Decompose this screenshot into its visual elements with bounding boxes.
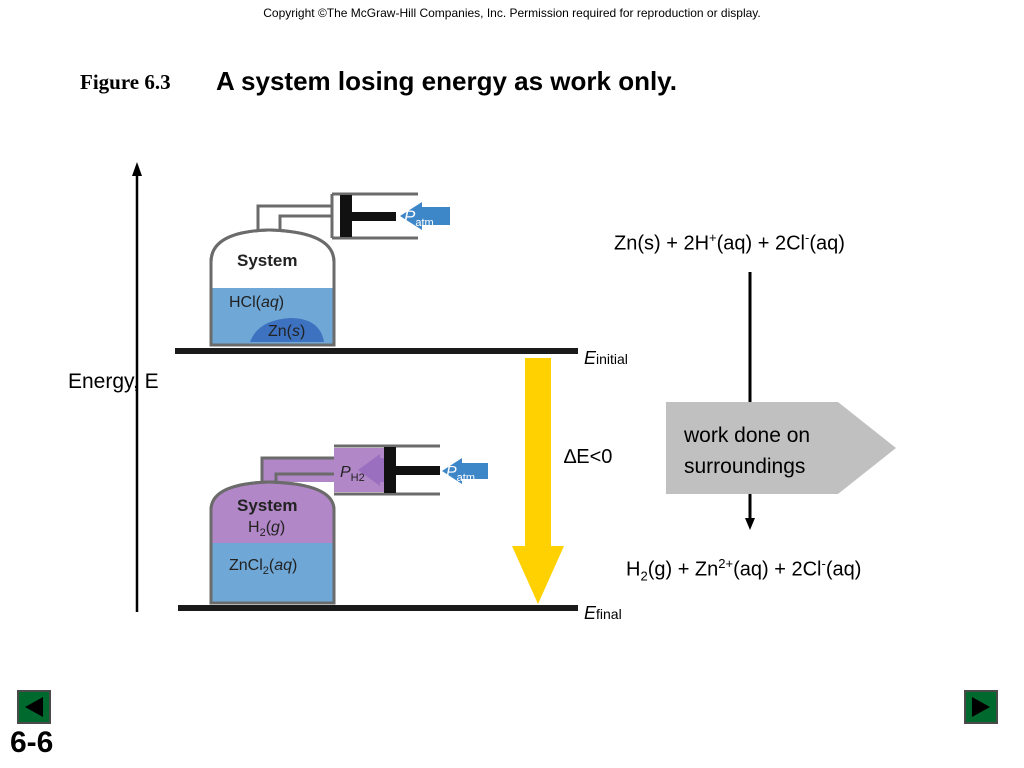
slide-number: 6-6 (10, 726, 54, 759)
top-patm-subscript: atm (415, 217, 433, 229)
triangle-left-icon (25, 697, 43, 717)
svg-text:H2(g): H2(g) (248, 519, 285, 539)
svg-text:Patm: Patm (404, 207, 434, 229)
bottom-system-flask (209, 444, 488, 605)
next-slide-button[interactable] (964, 690, 998, 724)
initial-energy-level (175, 348, 578, 354)
ph2-symbol: P (340, 464, 351, 481)
solution-state: aq (274, 557, 292, 574)
solution-name: ZnCl (229, 557, 263, 574)
svg-text:ZnCl2(aq): ZnCl2(aq) (229, 557, 297, 577)
figure-number: Figure 6.3 (80, 70, 171, 94)
triangle-right-icon (972, 697, 990, 717)
copyright-notice: Copyright ©The McGraw-Hill Companies, In… (263, 6, 761, 20)
svg-text:HCl(aq): HCl(aq) (229, 294, 284, 311)
svg-text:PH2: PH2 (340, 464, 365, 484)
energy-axis (132, 162, 142, 612)
initial-level-label: Einitial (584, 348, 628, 368)
gas-subscript: 2 (260, 527, 266, 539)
top-contents-2-state: s (292, 323, 300, 340)
energy-decrease-arrow (512, 358, 564, 604)
work-callout-arrow (666, 402, 896, 494)
top-contents-2-name: Zn (268, 323, 287, 340)
top-system-title: System (237, 251, 297, 270)
top-patm-symbol: P (404, 207, 416, 226)
products-equation: H2(g) + Zn2+(aq) + 2Cl-(aq) (626, 556, 862, 584)
top-contents-1-state: aq (261, 294, 279, 311)
gas-state: g (271, 519, 280, 536)
svg-text:Zn(s): Zn(s) (268, 323, 305, 340)
bottom-patm-symbol: P (446, 464, 457, 481)
top-flask-labels: System HCl(aq) Zn(s) Patm (229, 207, 434, 340)
top-system-flask (209, 192, 450, 347)
bottom-flask-labels: System H2(g) ZnCl2(aq) PH2 Patm (229, 464, 475, 577)
ph2-subscript: H2 (351, 472, 365, 484)
final-level-label: Efinal (584, 603, 622, 623)
reactants-equation: Zn(s) + 2H+(aq) + 2Cl-(aq) (614, 230, 845, 255)
bottom-system-title: System (237, 496, 297, 515)
final-energy-level (178, 605, 578, 611)
bottom-patm-subscript: atm (457, 472, 475, 484)
solution-subscript: 2 (263, 565, 269, 577)
top-contents-1-name: HCl (229, 294, 256, 311)
gas-name: H (248, 519, 260, 536)
svg-text:Patm: Patm (446, 464, 475, 484)
previous-slide-button[interactable] (17, 690, 51, 724)
energy-axis-label: Energy, E (68, 370, 159, 393)
figure-title: A system losing energy as work only. (216, 66, 677, 96)
delta-e-label: ∆E<0 (564, 446, 613, 468)
